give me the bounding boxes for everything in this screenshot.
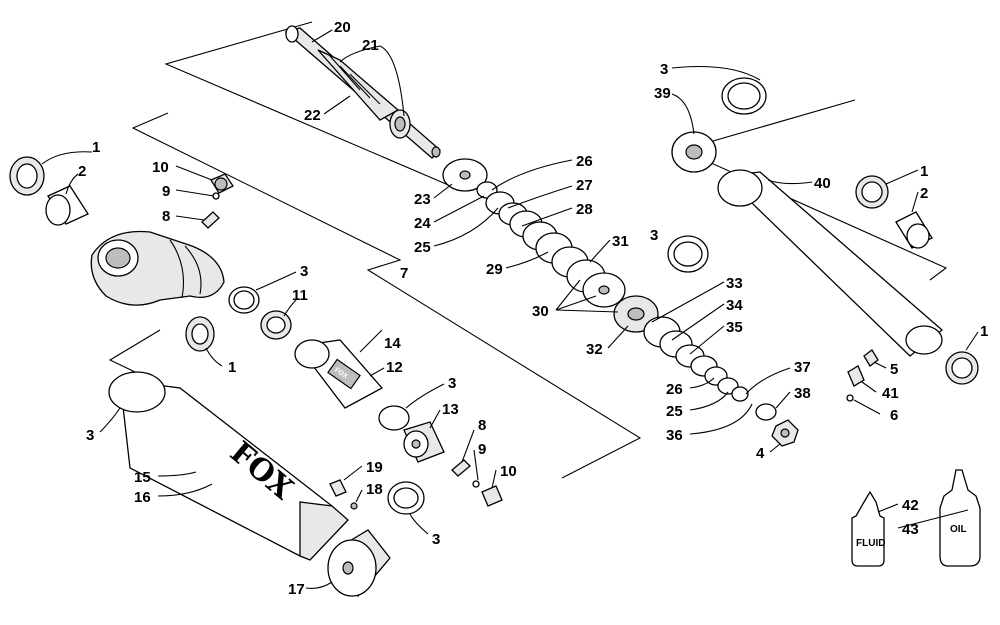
callout-25-lower: 25 (666, 403, 683, 420)
oil-bottle-43: OIL (939, 469, 981, 567)
callout-8-upper: 8 (162, 208, 170, 225)
callout-22: 22 (304, 107, 321, 124)
fitting-41 (847, 365, 865, 387)
ball-18 (350, 502, 358, 510)
callout-4: 4 (756, 445, 765, 462)
callout-26-upper: 26 (576, 153, 593, 170)
callout-43: 43 (902, 521, 919, 538)
leader-lines (41, 29, 979, 589)
spring-group-bracket (680, 99, 948, 281)
reservoir-head (90, 230, 225, 306)
end-cap-13 (403, 421, 445, 463)
callout-25-upper: 25 (414, 239, 431, 256)
reservoir-group-bracket (131, 112, 642, 479)
callout-36: 36 (666, 427, 683, 444)
washer-39 (671, 131, 717, 173)
seal-head-22 (389, 109, 411, 139)
callout-1-left-bushing: 1 (92, 139, 100, 156)
callout-1-body-bushing: 1 (228, 359, 236, 376)
callout-35: 35 (726, 319, 743, 336)
callout-3-body-cap: 3 (432, 531, 440, 548)
callout-18: 18 (366, 481, 383, 498)
callout-7: 7 (400, 265, 408, 282)
callout-34: 34 (726, 297, 743, 314)
callout-40: 40 (814, 175, 831, 192)
end-cap-17 (327, 529, 391, 598)
callout-2-left-sleeve: 2 (78, 163, 86, 180)
shim-stack-upper (442, 158, 626, 308)
fluid-bottle-label: FLUID (856, 538, 885, 549)
bushing-1-right-upper (855, 175, 889, 209)
callout-38: 38 (794, 385, 811, 402)
callout-10-upper: 10 (152, 159, 169, 176)
callout-12: 12 (386, 359, 403, 376)
valve-cap-10-upper (210, 173, 234, 194)
spring-cover-40 (717, 169, 944, 357)
valve-cap-10-lower (481, 485, 503, 507)
shim-stack-lower (643, 316, 749, 402)
callout-9-lower: 9 (478, 441, 486, 458)
ball-6 (846, 394, 854, 402)
callout-10-lower: 10 (500, 463, 517, 480)
fluid-bottle-42: FLUID (851, 490, 885, 567)
callout-24: 24 (414, 215, 431, 232)
shaft-group-bracket (164, 21, 461, 191)
oil-bottle-label: OIL (950, 524, 967, 535)
washer-38 (755, 403, 777, 421)
callout-23: 23 (414, 191, 431, 208)
callout-14: 14 (384, 335, 401, 352)
callout-1-right-lower: 1 (980, 323, 988, 340)
callout-3-cover: 3 (660, 61, 668, 78)
pellet-19 (329, 479, 347, 497)
callout-15: 15 (134, 469, 151, 486)
callout-1-right-upper: 1 (920, 163, 928, 180)
callout-9-upper: 9 (162, 183, 170, 200)
pin-5 (863, 349, 879, 367)
callout-3-stack: 3 (650, 227, 658, 244)
callout-19: 19 (366, 459, 383, 476)
bushing-1-body (185, 316, 215, 352)
callout-39: 39 (654, 85, 671, 102)
sleeve-2-right (895, 211, 933, 249)
body-group-bracket (108, 329, 161, 373)
ifp-piston-11 (260, 310, 292, 340)
callout-11: 11 (292, 287, 308, 304)
callout-20: 20 (334, 19, 351, 36)
bushing-1-right-lower (945, 351, 979, 385)
callout-3-head: 3 (300, 263, 308, 280)
callout-5: 5 (890, 361, 898, 378)
callout-28: 28 (576, 201, 593, 218)
valve-core-8-upper (201, 211, 220, 229)
valve-core-8-lower (451, 459, 471, 477)
callout-6: 6 (890, 407, 898, 424)
sleeve-2-left (45, 185, 89, 226)
callout-42: 42 (902, 497, 919, 514)
bushing-1-left (9, 156, 45, 196)
callout-26-lower: 26 (666, 381, 683, 398)
callout-30: 30 (532, 303, 549, 320)
nut-4 (771, 419, 799, 447)
callout-3-body-end: 3 (86, 427, 94, 444)
callout-29: 29 (486, 261, 503, 278)
o-ring-9-lower (472, 480, 480, 488)
callout-37: 37 (794, 359, 811, 376)
callout-3-reservoir: 3 (448, 375, 456, 392)
callout-41: 41 (882, 385, 899, 402)
callout-32: 32 (586, 341, 603, 358)
callout-8-lower: 8 (478, 417, 486, 434)
callout-16: 16 (134, 489, 151, 506)
callout-27: 27 (576, 177, 593, 194)
callout-31: 31 (612, 233, 629, 250)
callout-13: 13 (442, 401, 459, 418)
callout-2-right: 2 (920, 185, 928, 202)
shock-body-15: FOX (108, 371, 349, 561)
callout-17: 17 (288, 581, 305, 598)
reservoir-body-12: FOX (294, 339, 384, 409)
callout-33: 33 (726, 275, 743, 292)
callout-21: 21 (362, 37, 379, 54)
o-ring-3-reservoir (378, 405, 410, 431)
